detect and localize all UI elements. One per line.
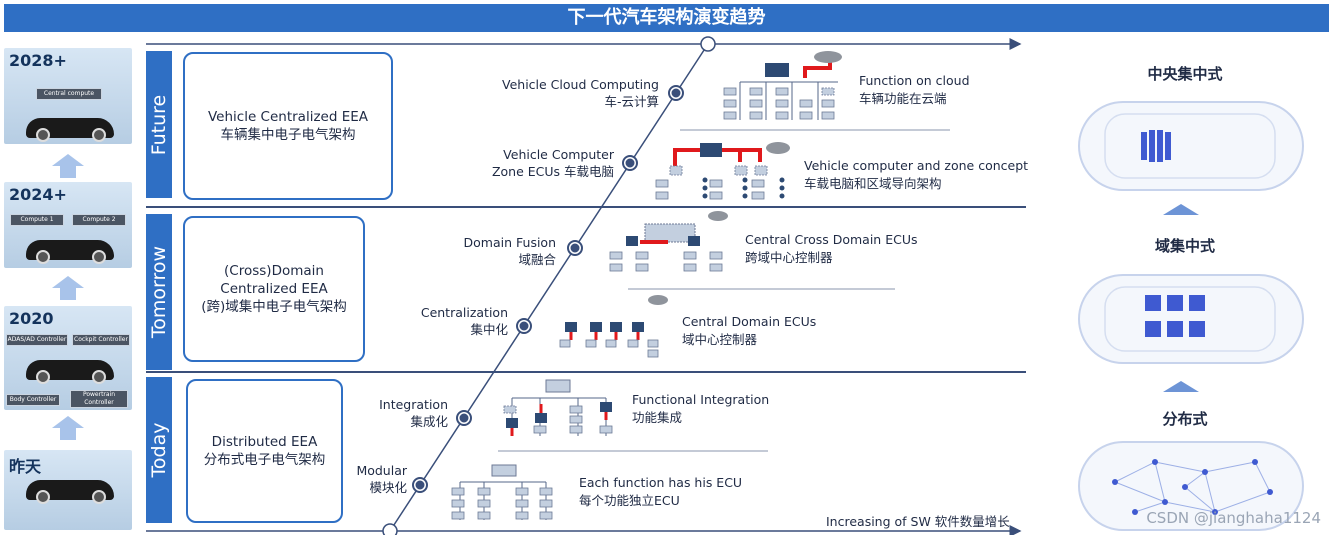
wheel-icon xyxy=(92,490,106,504)
up-triangle-icon xyxy=(1163,381,1199,392)
eea-title-en: Distributed EEA xyxy=(211,434,318,450)
body-controller-box: Body Controller xyxy=(6,394,60,406)
page-title: 下一代汽车架构演变趋势 xyxy=(4,4,1329,32)
wheel-icon xyxy=(92,128,106,142)
eea-box-future: Vehicle Centralized EEA 车辆集中电子电气架构 xyxy=(183,52,393,200)
wheel-icon xyxy=(36,128,50,142)
powertrain-controller-box: Powertrain Controller xyxy=(70,390,128,408)
axis-label: Increasing of SW 软件数量增长 xyxy=(826,514,1010,529)
car-central-icon xyxy=(1078,101,1304,191)
year-label: 昨天 xyxy=(9,457,42,476)
year-column: 2028+ Central compute 2024+ Compute 1 Co… xyxy=(4,48,132,532)
wheel-icon xyxy=(36,370,50,384)
year-panel-2028: 2028+ Central compute xyxy=(4,48,132,144)
year-label: 2024+ xyxy=(9,185,67,204)
adas-controller-box: ADAS/AD Controller xyxy=(6,334,68,346)
timeline-line xyxy=(389,43,709,532)
topology-integration xyxy=(503,379,613,436)
topology-domain-fusion xyxy=(609,211,728,272)
eea-title-en: (Cross)Domain xyxy=(224,263,324,279)
year-label: 2020 xyxy=(9,309,54,328)
central-compute-box: Central compute xyxy=(36,88,102,100)
eea-title-cn: 分布式电子电气架构 xyxy=(203,452,326,468)
topology-modular xyxy=(451,464,553,520)
stage-tab-future: Future xyxy=(146,51,172,198)
label-central: 中央集中式 xyxy=(1147,65,1223,83)
up-triangle-icon xyxy=(1163,204,1199,215)
year-panel-2020: 2020 ADAS/AD Controller Cockpit Controll… xyxy=(4,306,132,410)
timeline-end-node xyxy=(700,36,716,52)
eea-box-tomorrow: (Cross)Domain Centralized EEA (跨)域集中电子电气… xyxy=(183,216,365,362)
wheel-icon xyxy=(36,250,50,264)
wheel-icon xyxy=(36,490,50,504)
stage-tab-tomorrow: Tomorrow xyxy=(146,214,172,370)
year-label: 2028+ xyxy=(9,51,67,70)
watermark: CSDN @jianghaha1124 xyxy=(1146,509,1321,527)
topology-vehicle-computer xyxy=(655,142,790,200)
eea-box-today: Distributed EEA 分布式电子电气架构 xyxy=(186,379,343,523)
wheel-icon xyxy=(92,370,106,384)
eea-title-en-2: Centralized EEA xyxy=(220,281,328,297)
wheel-icon xyxy=(92,250,106,264)
timeline-start-node xyxy=(382,523,398,535)
up-arrow-icon xyxy=(52,276,84,300)
label-distributed: 分布式 xyxy=(1162,410,1208,428)
cockpit-controller-box: Cockpit Controller xyxy=(72,334,130,346)
car-distributed-icon xyxy=(1078,441,1304,531)
topology-centralization xyxy=(559,295,668,358)
eea-title-cn: 车辆集中电子电气架构 xyxy=(220,127,356,143)
stage-divider xyxy=(146,206,1026,208)
stage-tab-today: Today xyxy=(146,377,172,523)
compute-1-box: Compute 1 xyxy=(10,214,64,226)
year-panel-2024: 2024+ Compute 1 Compute 2 xyxy=(4,182,132,268)
up-arrow-icon xyxy=(52,416,84,440)
car-domain-icon xyxy=(1078,274,1304,364)
stage-divider xyxy=(146,371,1026,373)
up-arrow-icon xyxy=(52,154,84,178)
label-domain: 域集中式 xyxy=(1154,237,1215,255)
eea-title-cn: (跨)域集中电子电气架构 xyxy=(201,299,347,315)
eea-title-en: Vehicle Centralized EEA xyxy=(207,109,369,125)
year-panel-yesterday: 昨天 xyxy=(4,450,132,530)
topology-cloud-computing xyxy=(723,51,842,120)
compute-2-box: Compute 2 xyxy=(72,214,126,226)
